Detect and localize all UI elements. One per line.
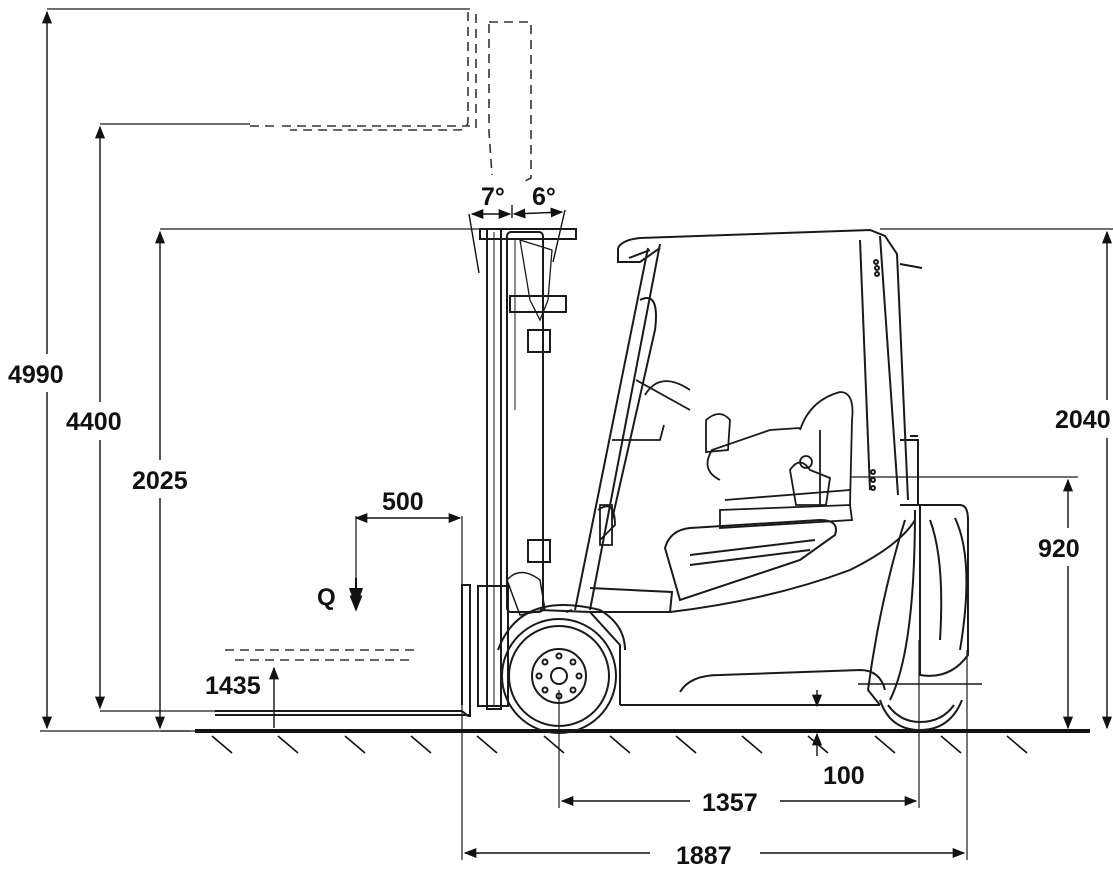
label-1357: 1357 [702, 789, 758, 817]
tilt-angle-marks [468, 205, 566, 274]
label-100: 100 [823, 762, 865, 790]
chassis [539, 435, 982, 706]
label-tilt-backward: 6° [532, 183, 556, 211]
label-4400: 4400 [66, 408, 122, 436]
label-1887: 1887 [676, 842, 732, 870]
vertical-dimensions [41, 10, 1113, 756]
seat-and-controls [597, 379, 854, 546]
label-tilt-forward: 7° [481, 183, 505, 211]
ground [195, 729, 1090, 754]
label-load-q: Q [317, 584, 336, 611]
rear-wheel [879, 699, 963, 732]
label-500: 500 [382, 488, 424, 516]
label-4990: 4990 [8, 361, 64, 389]
load-arrow [349, 578, 363, 608]
raised-mast-dashed [225, 12, 532, 661]
label-2025: 2025 [132, 467, 188, 495]
front-wheel [497, 604, 626, 734]
label-920: 920 [1038, 535, 1080, 563]
forks [215, 584, 471, 717]
mast [477, 228, 577, 710]
overhead-guard [565, 228, 923, 613]
horizontal-dimensions [349, 512, 966, 859]
label-1435: 1435 [205, 672, 261, 700]
label-2040: 2040 [1055, 406, 1111, 434]
